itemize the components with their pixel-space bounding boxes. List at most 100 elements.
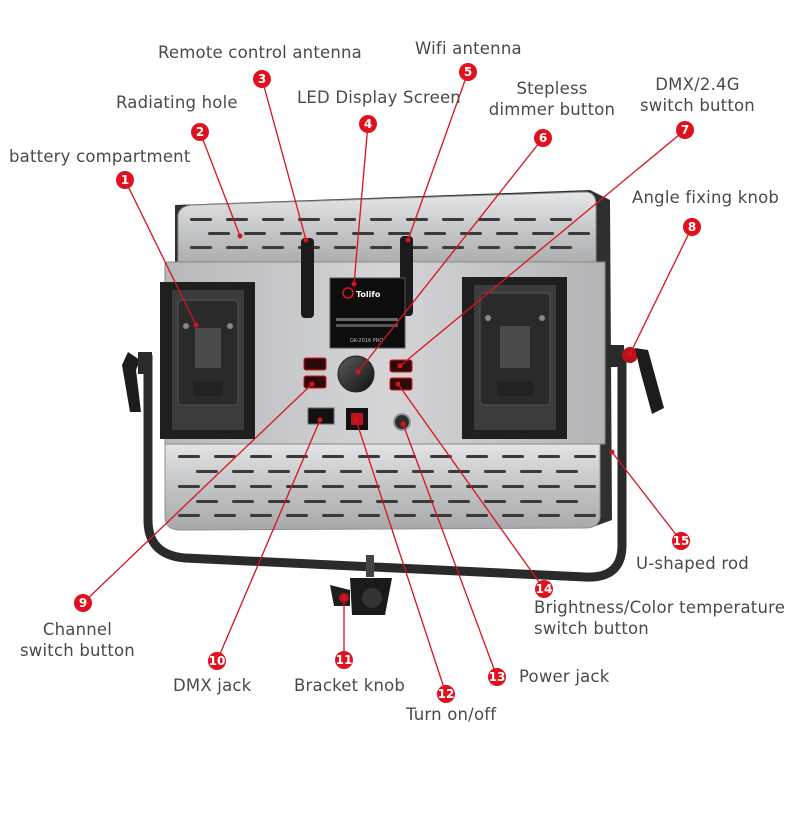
callout-badge-4: 4 <box>359 115 377 133</box>
badge-circle <box>253 70 271 88</box>
callout-label-6: Stepless dimmer button <box>488 79 616 120</box>
radiating-hole-slot <box>502 485 524 488</box>
callout-badge-6: 6 <box>534 129 552 147</box>
radiating-hole-slot <box>442 218 464 221</box>
radiating-hole-slot <box>574 514 596 517</box>
radiating-hole-slot <box>286 485 308 488</box>
badge-circle <box>459 63 477 81</box>
radiating-hole-slot <box>334 246 356 249</box>
radiating-hole-slot <box>304 470 326 473</box>
radiating-hole-slot <box>316 232 338 235</box>
radiating-hole-slot <box>262 218 284 221</box>
callout-number-6: 6 <box>539 131 547 145</box>
callout-label-4: LED Display Screen <box>297 88 461 107</box>
callout-badge-12: 12 <box>437 685 455 703</box>
radiating-hole-slot <box>568 232 590 235</box>
channel-switch-button[interactable] <box>303 375 327 389</box>
radiating-hole-slot <box>358 514 380 517</box>
radiating-hole-slot <box>406 218 428 221</box>
leader-dot-10 <box>317 417 323 423</box>
radiating-hole-slot <box>574 485 596 488</box>
leader-dot-4 <box>351 281 357 287</box>
channel-switch-button-upper[interactable] <box>303 357 327 371</box>
radiating-hole-slot <box>430 485 452 488</box>
callout-number-11: 11 <box>336 653 353 667</box>
leader-dot-1 <box>193 322 199 328</box>
radiating-hole-slot <box>496 232 518 235</box>
callout-badge-3: 3 <box>253 70 271 88</box>
radiating-hole-slot <box>352 232 374 235</box>
callout-label-13: Power jack <box>519 667 610 686</box>
leader-dot-9 <box>309 381 315 387</box>
radiating-hole-slot <box>226 218 248 221</box>
badge-circle <box>534 129 552 147</box>
led-display-screen: Tolifo GK-2016 PRO <box>329 277 406 349</box>
radiating-hole-slot <box>478 218 500 221</box>
stepless-dimmer-button[interactable] <box>337 355 375 393</box>
callout-number-4: 4 <box>364 117 372 131</box>
radiating-hole-slot <box>376 470 398 473</box>
leader-line-3 <box>261 78 307 241</box>
callout-badge-1: 1 <box>116 171 134 189</box>
radiating-hole-slot <box>226 246 248 249</box>
radiating-hole-slot <box>502 514 524 517</box>
radiating-hole-slot <box>520 500 542 503</box>
bracket-knob[interactable] <box>330 585 350 606</box>
callout-badge-5: 5 <box>459 63 477 81</box>
callout-badge-2: 2 <box>191 123 209 141</box>
brightness-color-temperature-button[interactable] <box>389 377 413 391</box>
badge-circle <box>676 121 694 139</box>
callout-badge-15: 15 <box>672 532 690 550</box>
radiating-hole-slot <box>244 232 266 235</box>
leader-dot-14 <box>395 381 401 387</box>
leader-line-6 <box>357 137 544 373</box>
leader-line-8 <box>629 226 693 355</box>
left-fixing-knob[interactable] <box>122 352 152 412</box>
leader-line-14 <box>397 383 545 590</box>
radiating-hole-slot <box>178 455 200 458</box>
leader-line-2 <box>199 131 241 237</box>
dmx-jack[interactable] <box>307 407 335 425</box>
leader-dot-12 <box>353 417 359 423</box>
radiating-hole-slot <box>262 246 284 249</box>
radiating-hole-slot <box>514 218 536 221</box>
radiating-hole-slot <box>442 246 464 249</box>
radiating-hole-slot <box>412 500 434 503</box>
radiating-hole-slot <box>304 500 326 503</box>
callout-number-5: 5 <box>464 65 472 79</box>
badge-circle <box>191 123 209 141</box>
callout-label-7: DMX/2.4G switch button <box>640 75 755 116</box>
radiating-hole-slot <box>250 485 272 488</box>
brand-logo-text: Tolifo <box>356 290 381 299</box>
badge-circle <box>74 594 92 612</box>
leader-dot-6 <box>355 369 361 375</box>
leader-line-13 <box>402 423 498 678</box>
leader-line-1 <box>124 179 197 326</box>
radiating-hole-slot <box>448 500 470 503</box>
radiating-hole-slot <box>430 455 452 458</box>
angle-fixing-knob[interactable] <box>608 345 664 414</box>
radiating-hole-slot <box>466 485 488 488</box>
callout-label-14: Brightness/Color temperature switch butt… <box>534 598 786 639</box>
callout-number-3: 3 <box>258 72 266 86</box>
radiating-hole-slot <box>334 218 356 221</box>
radiating-hole-slot <box>208 232 230 235</box>
radiating-hole-slot <box>190 218 212 221</box>
radiating-hole-slot <box>538 485 560 488</box>
radiating-holes <box>178 218 596 517</box>
callout-number-7: 7 <box>681 123 689 137</box>
radiating-hole-slot <box>214 455 236 458</box>
radiating-hole-slot <box>250 514 272 517</box>
badge-circle <box>116 171 134 189</box>
radiating-hole-slot <box>286 455 308 458</box>
radiating-hole-slot <box>358 485 380 488</box>
battery-compartment-left <box>160 282 255 439</box>
radiating-hole-slot <box>532 232 554 235</box>
callout-badge-9: 9 <box>74 594 92 612</box>
radiating-hole-slot <box>514 246 536 249</box>
u-shaped-rod <box>143 355 627 582</box>
leader-line-10 <box>216 419 321 662</box>
callout-number-1: 1 <box>121 173 129 187</box>
